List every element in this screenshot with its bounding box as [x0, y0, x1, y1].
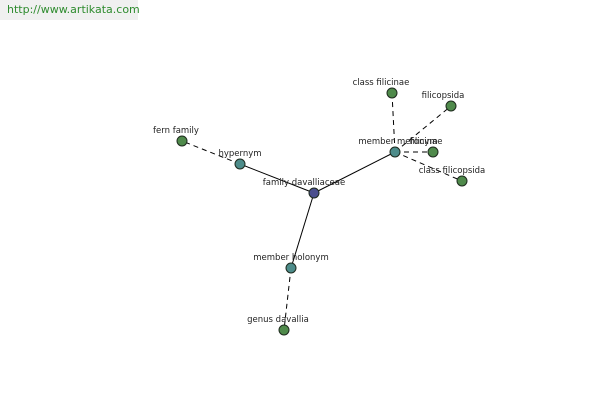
node-member-meronym[interactable]	[389, 146, 401, 158]
node-label-class-filicinae-1[interactable]: class filicinae	[353, 78, 410, 88]
node-class-filicopsida[interactable]	[456, 175, 468, 187]
node-filicinae[interactable]	[427, 146, 439, 158]
node-label-family-davalliaceae[interactable]: family davalliaceae	[263, 178, 345, 188]
node-label-member-holonym[interactable]: member holonym	[253, 253, 328, 263]
watermark-url: http://www.artikata.com	[0, 0, 140, 20]
edge-member-meronym-to-class-filicinae-1	[391, 92, 396, 153]
node-family-davalliaceae[interactable]	[308, 187, 320, 199]
edge-family-davalliaceae-to-member-meronym	[313, 151, 396, 194]
node-label-member-meronym[interactable]: member meronym	[358, 137, 437, 147]
node-class-filicinae-1[interactable]	[386, 87, 398, 99]
labels-layer: family davalliaceae hypernym fern family me…	[153, 78, 485, 325]
node-label-class-filicopsida[interactable]: class filicopsida	[419, 166, 486, 176]
edge-family-davalliaceae-to-hypernym	[239, 163, 315, 194]
node-hypernym[interactable]	[234, 158, 246, 170]
edge-member-meronym-to-filicopsida	[394, 105, 452, 153]
node-label-fern-family[interactable]: fern family	[153, 126, 199, 136]
node-fern-family[interactable]	[176, 135, 188, 147]
node-label-filicinae[interactable]: filicinae	[410, 137, 443, 147]
node-member-holonym[interactable]	[285, 262, 297, 274]
edges-layer	[181, 92, 463, 331]
node-filicopsida[interactable]	[445, 100, 457, 112]
edge-member-holonym-to-genus-davallia	[283, 267, 292, 331]
node-label-genus-davallia[interactable]: genus davallia	[247, 315, 309, 325]
edge-family-davalliaceae-to-member-holonym	[290, 192, 315, 269]
node-label-hypernym[interactable]: hypernym	[218, 149, 261, 159]
edge-member-meronym-to-class-filicopsida	[394, 151, 463, 182]
nodes-layer	[176, 87, 468, 336]
node-genus-davallia[interactable]	[278, 324, 290, 336]
edge-hypernym-to-fern-family	[181, 140, 241, 165]
node-label-filicopsida[interactable]: filicopsida	[422, 91, 465, 101]
